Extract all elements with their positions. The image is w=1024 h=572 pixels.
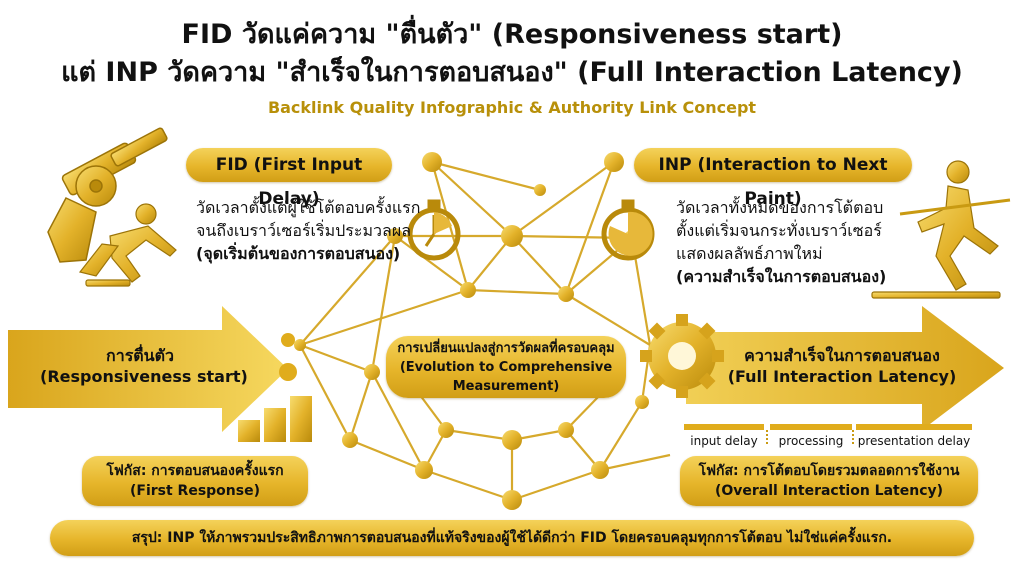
segment-divider — [852, 430, 854, 444]
responsiveness-label: การตื่นตัว (Responsiveness start) — [40, 345, 248, 387]
center-evolution-label: การเปลี่ยนแปลงสู่การวัดผลที่ครอบคลุม (Ev… — [386, 336, 626, 398]
inp-heading: INP (Interaction to Next Paint) — [634, 148, 912, 209]
center-line: Measurement) — [452, 379, 560, 394]
stopwatch-icon — [407, 199, 461, 261]
segment-processing: processing — [770, 424, 852, 452]
inp-focus: โฟกัส: การโต้ตอบโดยรวมตลอดการใช้งาน (Ove… — [680, 456, 978, 506]
fid-desc-line: (จุดเริ่มต้นของการตอบสนอง) — [196, 244, 401, 263]
inp-focus-line: โฟกัส: การโต้ตอบโดยรวมตลอดการใช้งาน — [698, 463, 960, 479]
gear-icon — [640, 314, 724, 398]
revolver-icon — [47, 127, 168, 263]
latency-label-en: (Full Interaction Latency) — [727, 367, 957, 386]
gear-icon — [279, 333, 297, 381]
segment-divider — [766, 430, 768, 444]
sprinter-start-icon — [78, 203, 177, 287]
fid-description: วัดเวลาตั้งแต่ผู้ใช้โต้ตอบครั้งแรก จนถึง… — [196, 196, 420, 265]
inp-description: วัดเวลาทั้งหมดของการโต้ตอบ ตั้งแต่เริ่มจ… — [676, 196, 886, 288]
segment-input-delay: input delay — [684, 424, 764, 452]
responsiveness-arrow — [8, 306, 288, 432]
subtitle: Backlink Quality Infographic & Authority… — [267, 98, 757, 117]
fid-focus-line: โฟกัส: การตอบสนองครั้งแรก — [106, 463, 284, 479]
title-line-2: แต่ INP วัดความ "สำเร็จในการตอบสนอง" (Fu… — [61, 57, 963, 88]
fid-desc-line: วัดเวลาตั้งแต่ผู้ใช้โต้ตอบครั้งแรก — [196, 198, 421, 217]
summary-bar: สรุป: INP ให้ภาพรวมประสิทธิภาพการตอบสนอง… — [50, 520, 974, 556]
responsiveness-label-en: (Responsiveness start) — [40, 367, 248, 386]
inp-desc-line: แสดงผลลัพธ์ภาพใหม่ — [676, 244, 823, 263]
fid-focus: โฟกัส: การตอบสนองครั้งแรก (First Respons… — [82, 456, 308, 506]
inp-desc-line: (ความสำเร็จในการตอบสนอง) — [676, 267, 887, 286]
segment-presentation-delay: presentation delay — [856, 424, 972, 452]
latency-label-thai: ความสำเร็จในการตอบสนอง — [744, 346, 940, 365]
latency-arrow — [686, 306, 1004, 430]
fid-desc-line: จนถึงเบราว์เซอร์เริ่มประมวลผล — [196, 221, 411, 240]
center-line: (Evolution to Comprehensive — [399, 360, 613, 375]
inp-focus-line: (Overall Interaction Latency) — [714, 483, 944, 499]
inp-desc-line: ตั้งแต่เริ่มจนกระทั่งเบราว์เซอร์ — [676, 221, 882, 240]
latency-label: ความสำเร็จในการตอบสนอง (Full Interaction… — [722, 345, 962, 387]
bar-growth-icon — [238, 396, 312, 442]
inp-desc-line: วัดเวลาทั้งหมดของการโต้ตอบ — [676, 198, 884, 217]
network-lines — [299, 160, 671, 502]
finish-runner-icon — [871, 160, 1011, 299]
center-line: การเปลี่ยนแปลงสู่การวัดผลที่ครอบคลุม — [397, 341, 615, 356]
title-line-1: FID วัดแค่ความ "ตื่นตัว" (Responsiveness… — [181, 19, 843, 50]
fid-heading: FID (First Input Delay) — [186, 148, 392, 209]
fid-focus-line: (First Response) — [129, 483, 260, 499]
responsiveness-label-thai: การตื่นตัว — [106, 346, 174, 365]
stopwatch-icon — [601, 199, 655, 261]
